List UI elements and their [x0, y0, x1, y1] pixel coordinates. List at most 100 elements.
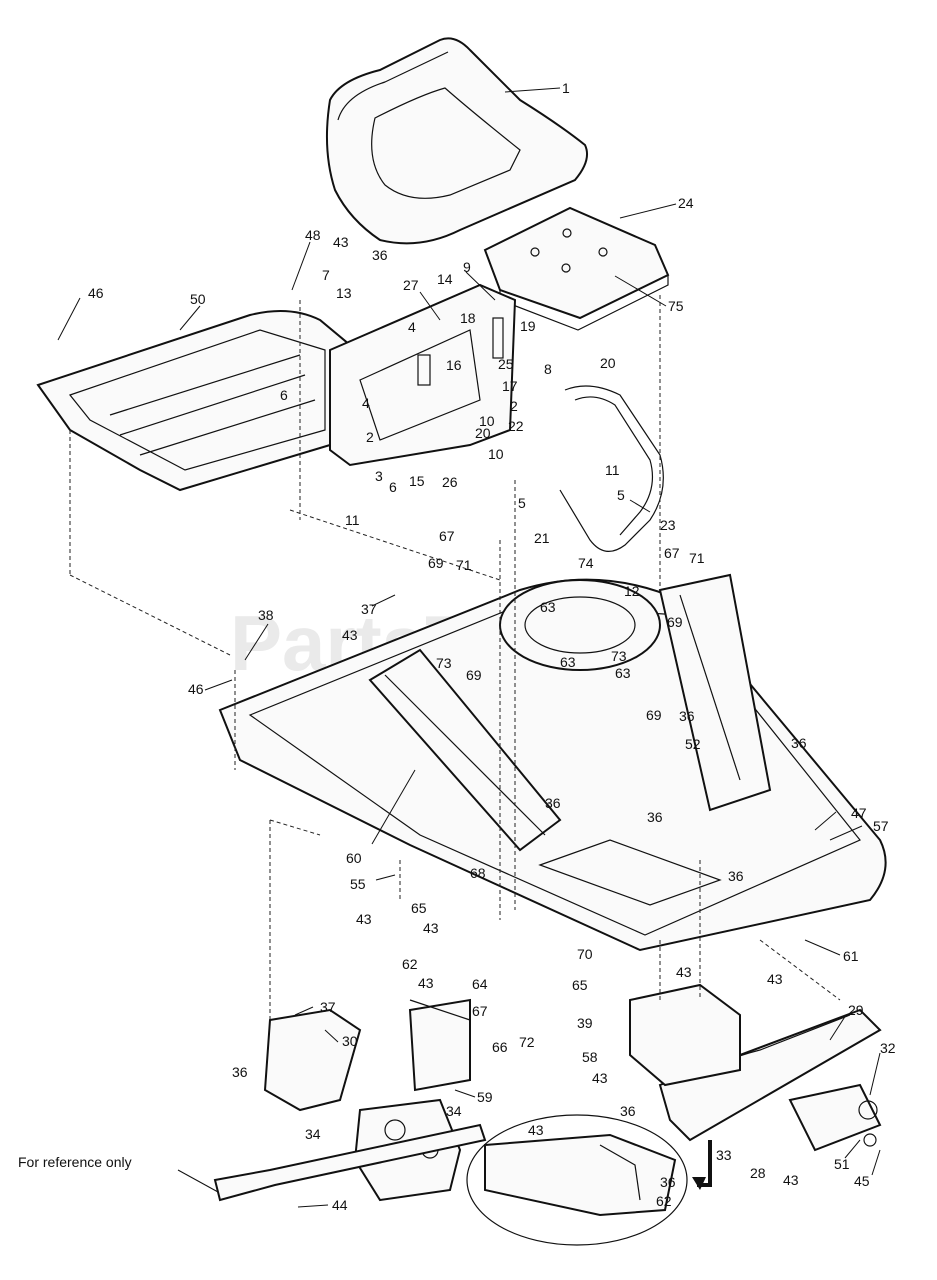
callout-63b: 63 — [560, 654, 576, 670]
callout-64: 64 — [472, 976, 488, 992]
callout-60: 60 — [346, 850, 362, 866]
callout-63c: 63 — [615, 665, 631, 681]
callout-48: 48 — [305, 227, 321, 243]
callout-67c: 67 — [472, 1003, 488, 1019]
callout-43f: 43 — [676, 964, 692, 980]
callout-18: 18 — [460, 310, 476, 326]
leader-lines — [57, 87, 881, 1208]
callout-62b: 62 — [656, 1193, 672, 1209]
callout-46: 46 — [88, 285, 104, 301]
callout-71b: 71 — [689, 550, 705, 566]
callout-36: 36 — [372, 247, 388, 263]
callout-36e: 36 — [647, 809, 663, 825]
callout-67: 67 — [439, 528, 455, 544]
callout-27: 27 — [403, 277, 419, 293]
bracket-59 — [408, 998, 471, 1092]
callout-34: 34 — [446, 1103, 462, 1119]
callout-59: 59 — [477, 1089, 493, 1105]
frame-tube — [559, 385, 664, 552]
callout-8: 8 — [544, 361, 552, 377]
callout-43c: 43 — [356, 911, 372, 927]
callout-46b: 46 — [188, 681, 204, 697]
bracket-58 — [629, 983, 741, 1087]
callout-10: 10 — [479, 413, 495, 429]
callout-37b: 37 — [320, 999, 336, 1015]
callout-23: 23 — [660, 517, 676, 533]
callout-28: 28 — [750, 1165, 766, 1181]
callout-36f: 36 — [728, 868, 744, 884]
callout-3: 3 — [375, 468, 383, 484]
callout-12: 12 — [624, 583, 640, 599]
callout-7: 7 — [322, 267, 330, 283]
callout-55: 55 — [350, 876, 366, 892]
callout-67b: 67 — [664, 545, 680, 561]
callout-51: 51 — [834, 1156, 850, 1172]
callout-26: 26 — [442, 474, 458, 490]
callout-labels: 1 24 75 20 48 46 50 43 36 27 14 9 7 13 1… — [88, 80, 896, 1213]
callout-69: 69 — [428, 555, 444, 571]
callout-45: 45 — [854, 1173, 870, 1189]
rear-axle — [213, 1123, 487, 1202]
callout-24: 24 — [678, 195, 694, 211]
callout-36d: 36 — [545, 795, 561, 811]
callout-11b: 11 — [605, 462, 620, 478]
callout-38: 38 — [258, 607, 274, 623]
callout-20: 20 — [600, 355, 616, 371]
callout-43h: 43 — [592, 1070, 608, 1086]
callout-20b: 20 — [475, 425, 491, 441]
callout-72: 72 — [519, 1034, 535, 1050]
callout-21: 21 — [534, 530, 550, 546]
callout-70: 70 — [577, 946, 593, 962]
callout-4: 4 — [408, 319, 416, 335]
callout-36g: 36 — [232, 1064, 248, 1080]
callout-10b: 10 — [488, 446, 504, 462]
callout-43i: 43 — [528, 1122, 544, 1138]
callout-15: 15 — [409, 473, 425, 489]
callout-5: 5 — [518, 495, 526, 511]
callout-47: 47 — [851, 805, 867, 821]
callout-39: 39 — [577, 1015, 593, 1031]
callout-69b: 69 — [667, 614, 683, 630]
axle-bracket — [788, 1083, 882, 1152]
callout-63: 63 — [540, 599, 556, 615]
callout-36h: 36 — [620, 1103, 636, 1119]
callout-32: 32 — [880, 1040, 896, 1056]
reference-note: For reference only — [18, 1154, 132, 1170]
callout-71: 71 — [456, 557, 472, 573]
callout-66: 66 — [492, 1039, 508, 1055]
callout-43: 43 — [333, 234, 349, 250]
callout-4b: 4 — [362, 395, 370, 411]
callout-17: 17 — [502, 378, 518, 394]
callout-57: 57 — [873, 818, 889, 834]
callout-43b: 43 — [342, 627, 358, 643]
callout-1: 1 — [562, 80, 570, 96]
callout-43j: 43 — [783, 1172, 799, 1188]
callout-29: 29 — [848, 1002, 864, 1018]
callout-69c: 69 — [466, 667, 482, 683]
callout-30: 30 — [342, 1033, 358, 1049]
bracket-30 — [263, 1008, 362, 1112]
callout-73: 73 — [436, 655, 452, 671]
callout-44: 44 — [332, 1197, 348, 1213]
callout-25: 25 — [498, 356, 514, 372]
callout-65b: 65 — [572, 977, 588, 993]
callout-43d: 43 — [423, 920, 439, 936]
callout-52: 52 — [685, 736, 701, 752]
callout-36b: 36 — [679, 708, 695, 724]
callout-6: 6 — [280, 387, 288, 403]
seat-bracket — [329, 283, 517, 467]
seat — [325, 37, 588, 245]
callout-11: 11 — [345, 512, 360, 528]
callout-50: 50 — [190, 291, 206, 307]
column-support — [368, 648, 562, 852]
callout-65: 65 — [411, 900, 427, 916]
callout-69d: 69 — [646, 707, 662, 723]
construction-lines — [69, 295, 841, 1020]
rear-bin — [36, 310, 352, 492]
callout-74: 74 — [578, 555, 594, 571]
callout-36c: 36 — [791, 735, 807, 751]
callout-43e: 43 — [418, 975, 434, 991]
callout-37: 37 — [361, 601, 377, 617]
callout-33: 33 — [716, 1147, 732, 1163]
